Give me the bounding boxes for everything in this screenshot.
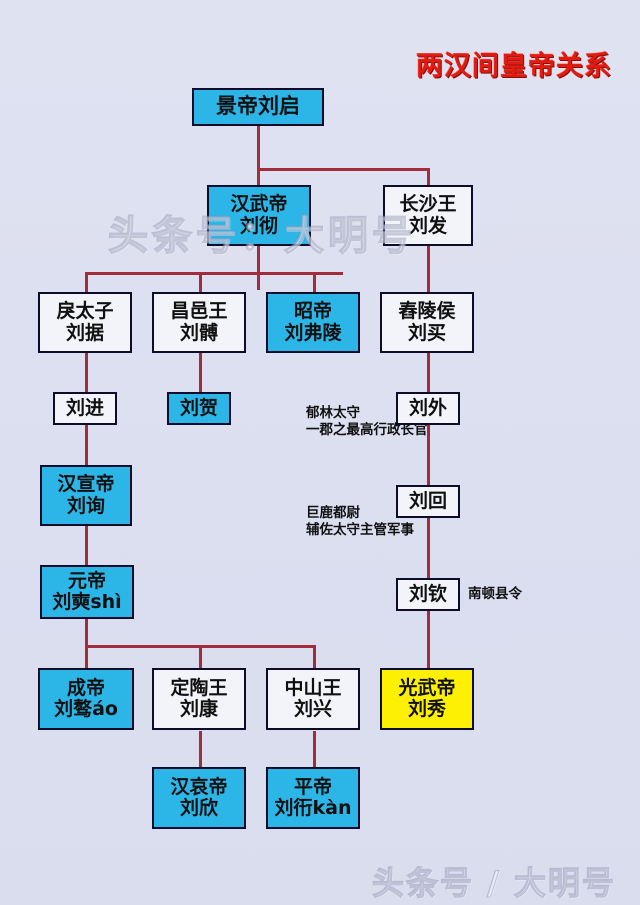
node-zhaodi-line1: 昭帝 [293, 300, 332, 323]
node-chengdi-line2: 刘骜áo [54, 698, 118, 720]
watermark-bottom: 头条号 / 大明号 [371, 863, 616, 902]
node-xuandi-line2: 刘询 [66, 494, 105, 517]
node-jingdi-line1: 景帝刘启 [216, 94, 300, 119]
connector-to-changyiwang [199, 272, 202, 292]
node-guangwudi[interactable]: 光武帝 刘秀 [380, 668, 474, 730]
connector-liuwai-liuhui [427, 424, 430, 485]
annotation-liuhui-office: 巨鹿都尉 辅佐太守主管军事 [306, 505, 414, 539]
node-changshawang[interactable]: 长沙王 刘发 [383, 185, 473, 246]
annotation-liuhui-line2: 辅佐太守主管军事 [306, 521, 414, 538]
node-liuqin[interactable]: 刘钦 [396, 578, 460, 611]
node-liuwai-line1: 刘外 [408, 396, 447, 419]
node-changyiwang-line2: 刘髆 [179, 321, 218, 344]
connector-yuandi-down [85, 618, 88, 668]
node-zhongshanwang-line1: 中山王 [284, 676, 342, 699]
node-liuqin-line1: 刘钦 [408, 582, 447, 605]
connector-to-changshawang [427, 168, 430, 185]
node-aidi-line1: 汉哀帝 [170, 775, 228, 798]
connector-liuqin-guangwudi [427, 610, 430, 668]
connector-to-dingtaowang [199, 645, 202, 668]
node-wudi-line2: 刘彻 [239, 214, 278, 237]
connector-liujin-xuandi [85, 424, 88, 465]
node-xuandi-line1: 汉宣帝 [57, 473, 115, 496]
connector-changshawang-chonglinghou [427, 245, 430, 292]
connector-jingdi-down [257, 125, 260, 170]
connector-to-zhongshanwang [313, 645, 316, 668]
node-pingdi-line1: 平帝 [293, 775, 332, 798]
node-dingtaowang-line1: 定陶王 [170, 676, 228, 699]
annotation-liuqin-line1: 南顿县令 [468, 586, 522, 602]
node-liujin-line1: 刘进 [65, 396, 104, 419]
node-pingdi[interactable]: 平帝 刘衎kàn [266, 767, 360, 829]
node-wudi[interactable]: 汉武帝 刘彻 [207, 185, 311, 246]
connector-zhongshanwang-pingdi [313, 731, 316, 767]
node-liuhui-line1: 刘回 [408, 489, 447, 512]
node-litaizi[interactable]: 戾太子 刘据 [38, 292, 132, 353]
annotation-liuwai-line2: 一郡之最高行政长官 [306, 421, 428, 438]
node-guangwudi-line1: 光武帝 [398, 676, 456, 699]
node-chonglinghou-line2: 刘买 [407, 321, 446, 344]
node-guangwudi-line2: 刘秀 [407, 698, 446, 720]
node-zhongshanwang[interactable]: 中山王 刘兴 [266, 668, 360, 730]
connector-jingdi-bus [257, 168, 430, 171]
node-zhaodi[interactable]: 昭帝 刘弗陵 [266, 292, 360, 353]
node-changyiwang-line1: 昌邑王 [170, 300, 228, 323]
connector-wudi-bus [85, 272, 343, 275]
annotation-liuwai-line1: 郁林太守 [306, 405, 360, 421]
connector-to-litaizi [85, 272, 88, 292]
node-dingtaowang-line2: 刘康 [179, 698, 218, 720]
node-chonglinghou-line1: 舂陵侯 [398, 300, 456, 323]
node-yuandi-line2: 刘奭shì [52, 591, 122, 613]
annotation-liuhui-line1: 巨鹿都尉 [306, 505, 360, 521]
node-xuandi[interactable]: 汉宣帝 刘询 [40, 465, 132, 526]
node-wudi-line1: 汉武帝 [230, 193, 288, 216]
node-pingdi-line2: 刘衎kàn [274, 797, 352, 819]
node-aidi-line2: 刘欣 [179, 797, 218, 819]
node-liuwai[interactable]: 刘外 [396, 392, 460, 425]
node-jingdi[interactable]: 景帝刘启 [192, 88, 324, 126]
node-zhongshanwang-line2: 刘兴 [293, 698, 332, 720]
node-litaizi-line1: 戾太子 [56, 300, 114, 323]
node-changyiwang[interactable]: 昌邑王 刘髆 [152, 292, 246, 353]
connector-wudi-down [257, 245, 260, 290]
node-liuhe[interactable]: 刘贺 [167, 392, 231, 425]
annotation-liuwai-office: 郁林太守 一郡之最高行政长官 [306, 405, 428, 439]
connector-dingtaowang-aidi [199, 731, 202, 767]
node-changshawang-line1: 长沙王 [399, 193, 457, 216]
node-aidi[interactable]: 汉哀帝 刘欣 [152, 767, 246, 829]
connector-to-zhaodi [313, 272, 316, 292]
node-liuhe-line1: 刘贺 [179, 396, 218, 419]
node-chengdi-line1: 成帝 [66, 676, 105, 699]
page-title: 两汉间皇帝关系 [416, 51, 612, 82]
node-chengdi[interactable]: 成帝 刘骜áo [38, 668, 134, 730]
node-dingtaowang[interactable]: 定陶王 刘康 [152, 668, 246, 730]
node-zhaodi-line2: 刘弗陵 [284, 321, 342, 344]
annotation-liuqin-office: 南顿县令 [468, 586, 522, 602]
connector-changyiwang-liuhe [199, 352, 202, 392]
node-yuandi-line1: 元帝 [67, 569, 106, 592]
connector-chonglinghou-liuwai [427, 352, 430, 392]
node-chonglinghou[interactable]: 舂陵侯 刘买 [380, 292, 474, 353]
node-liuhui[interactable]: 刘回 [396, 485, 460, 518]
node-changshawang-line2: 刘发 [408, 214, 447, 237]
connector-to-wudi [257, 168, 260, 185]
node-liujin[interactable]: 刘进 [53, 392, 117, 425]
node-litaizi-line2: 刘据 [65, 321, 104, 344]
connector-litaizi-liujin [85, 352, 88, 392]
connector-xuandi-yuandi [85, 525, 88, 565]
connector-liuhui-liuqin [427, 517, 430, 578]
node-yuandi[interactable]: 元帝 刘奭shì [40, 565, 134, 619]
